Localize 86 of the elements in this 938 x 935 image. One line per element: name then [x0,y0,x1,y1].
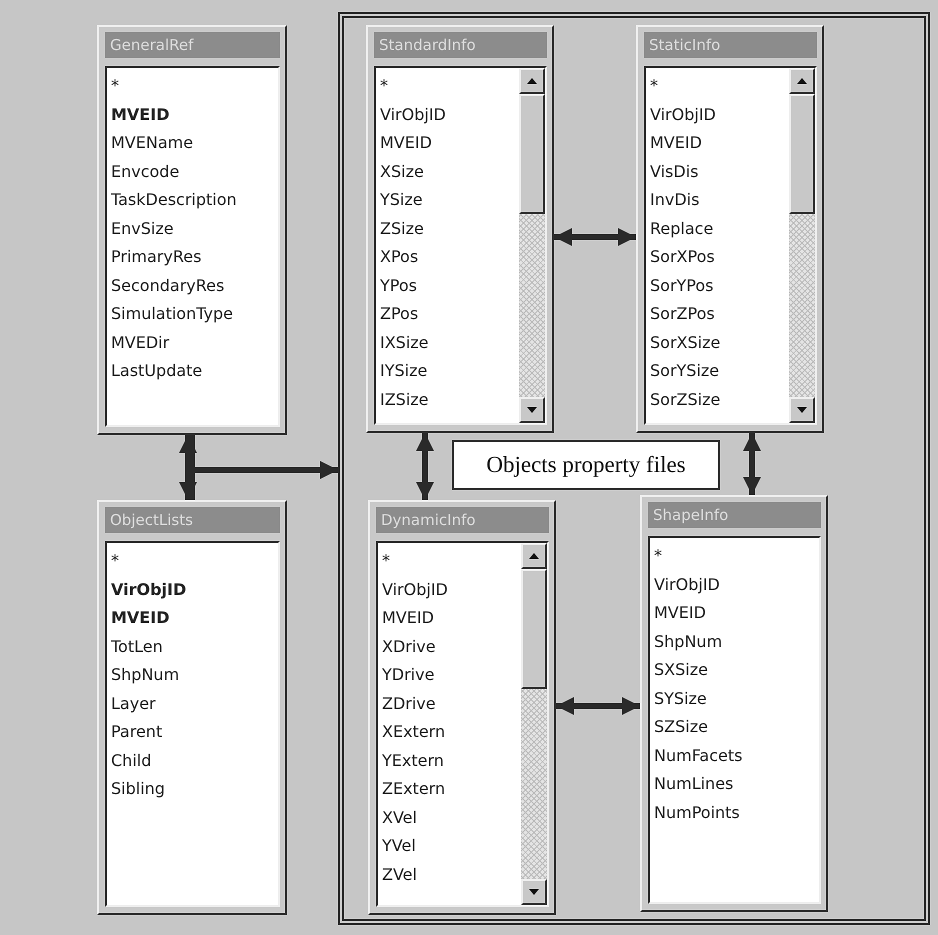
group-frame [338,12,930,925]
field-name: MVEID [650,132,703,154]
field-name: * [111,75,120,97]
field-name: VirObjID [382,578,449,600]
field-name: SZSize [654,716,709,738]
field-name: Layer [111,692,157,714]
table-window [636,25,824,433]
field-name: SorXSize [650,332,722,354]
field-name: IYSize [380,360,428,382]
field-name: ZSize [380,218,425,240]
field-name: MVEID [382,607,435,629]
field-name: MVEDir [111,332,170,354]
field-name: TotLen [111,636,164,658]
field-name: Sibling [111,778,166,800]
arrow [416,433,434,500]
field-name: ZPos [380,303,420,325]
field-name: SorZPos [650,303,716,325]
field-name: YExtern [382,750,445,772]
field-name: SorYSize [650,360,720,382]
field-name: XSize [380,160,425,182]
field-name: MVEName [111,132,194,154]
field-name: NumFacets [654,744,744,766]
table-title: DynamicInfo [376,507,549,533]
table-title: GeneralRef [105,32,280,58]
field-name: * [382,550,391,572]
field-name: VirObjID [650,104,717,126]
field-name: VisDis [650,160,700,182]
table-window [366,25,554,433]
field-name: MVEID [111,104,170,126]
arrow [743,433,761,495]
field-name: VirObjID [380,104,447,126]
field-name: XExtern [382,721,446,743]
table-title: StaticInfo [644,32,817,58]
field-name: IXSize [380,332,430,354]
field-name: IZSize [380,388,430,410]
field-name: SorZSize [650,388,722,410]
field-name: VirObjID [654,574,721,596]
field-name: MVEID [380,132,433,154]
field-name: InvDis [650,189,700,211]
field-name: ZDrive [382,692,437,714]
field-name: YSize [380,189,424,211]
field-name: YDrive [382,664,436,686]
field-name: LastUpdate [111,360,204,382]
table-title: ObjectLists [105,507,280,533]
field-name: YPos [380,274,418,296]
field-name: XPos [380,246,420,268]
field-name: Envcode [111,160,180,182]
table-window [368,500,556,915]
arrow [179,435,197,500]
field-name: Replace [650,218,714,240]
label-box [452,440,720,490]
arrow [556,697,640,715]
field-name: * [111,550,120,572]
field-name: EnvSize [111,218,175,240]
field-name: VirObjID [111,578,188,600]
field-name: SecondaryRes [111,274,226,296]
group-label: Objects property files [486,452,686,478]
field-name: SYSize [654,688,708,710]
arrow [554,228,636,246]
field-name: XVel [382,806,418,828]
field-name: ZExtern [382,778,446,800]
field-name: ShpNum [654,630,724,652]
field-name: MVEID [111,607,170,629]
field-name: Parent [111,721,164,743]
field-name: PrimaryRes [111,246,202,268]
field-name: TaskDescription [111,189,238,211]
table-window [640,495,828,912]
table-title: ShapeInfo [648,502,821,528]
field-name: YVel [382,835,417,857]
field-name: NumPoints [654,802,741,824]
field-name: ShpNum [111,664,180,686]
field-name: SorYPos [650,274,714,296]
field-name: * [654,545,663,567]
field-name: ZVel [382,864,418,886]
field-name: XDrive [382,636,437,658]
field-name: SXSize [654,659,709,681]
table-title: StandardInfo [374,32,547,58]
field-name: SimulationType [111,303,234,325]
table-window [97,25,287,435]
field-name: MVEID [654,602,707,624]
field-name: NumLines [654,773,734,795]
field-name: Child [111,750,152,772]
table-window [97,500,287,915]
field-name: * [650,75,659,97]
field-name: SorXPos [650,246,716,268]
field-name: * [380,75,389,97]
